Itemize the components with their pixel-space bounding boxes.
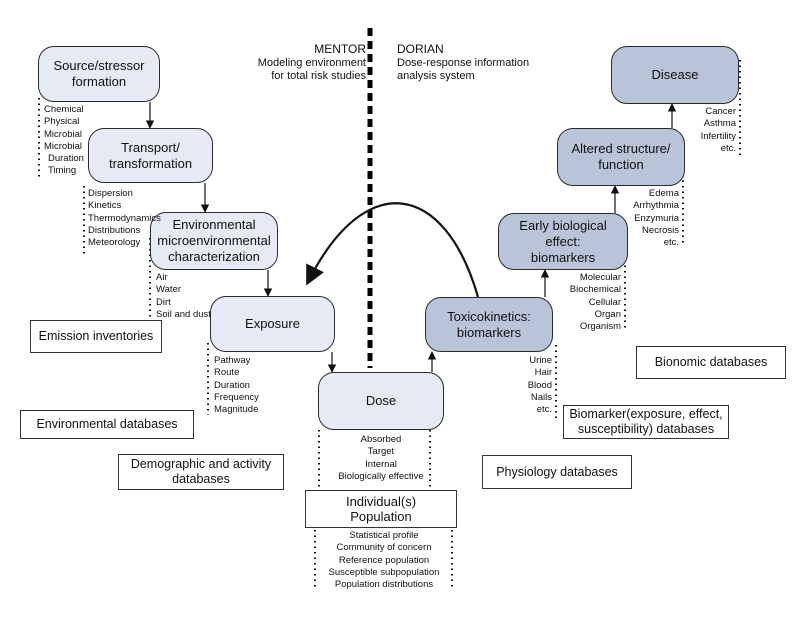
list-early-effect: Molecular Biochemical Cellular Organ Org… — [540, 272, 621, 333]
list-item: etc. — [720, 142, 736, 154]
list-item: Asthma — [703, 118, 736, 130]
list-item: Susceptible subpopulation — [328, 566, 440, 578]
list-item: Reference population — [338, 554, 430, 566]
list-item: Magnitude — [214, 404, 259, 416]
node-altered-structure[interactable]: Altered structure/ function — [557, 128, 685, 186]
node-transport[interactable]: Transport/ transformation — [88, 128, 213, 183]
list-item: Biochemical — [569, 284, 621, 296]
db-environmental[interactable]: Environmental databases — [20, 410, 194, 439]
dorian-header: DORIAN Dose-response information analysi… — [397, 42, 557, 83]
list-dose: Absorbed Target Internal Biologically ef… — [322, 434, 440, 483]
mentor-title: MENTOR — [314, 42, 366, 56]
list-item: Physical — [44, 116, 80, 128]
db-biomarker[interactable]: Biomarker(exposure, effect, susceptibili… — [563, 405, 729, 439]
list-item: Kinetics — [88, 200, 122, 212]
list-item: Target — [367, 446, 395, 458]
node-disease[interactable]: Disease — [611, 46, 739, 104]
list-item: Organism — [579, 321, 621, 333]
list-item: Chemical — [44, 104, 84, 115]
list-disease: Cancer Asthma Infertility etc. — [670, 106, 736, 155]
list-item: etc. — [536, 404, 552, 416]
list-item: Cancer — [705, 106, 736, 117]
list-item: Duration — [48, 153, 84, 165]
list-item: Meteorology — [88, 237, 141, 249]
list-item: Frequency — [214, 391, 259, 403]
list-item: Internal — [365, 458, 397, 470]
list-item: Hair — [534, 367, 552, 379]
list-item: Enzymuria — [634, 212, 679, 224]
list-item: Pathway — [214, 355, 251, 366]
list-item: Organ — [594, 308, 621, 320]
list-item: Air — [156, 272, 168, 283]
list-item: Water — [156, 284, 181, 296]
node-source-stressor[interactable]: Source/stressor formation — [38, 46, 160, 102]
list-toxicokinetics: Urine Hair Blood Nails etc. — [500, 355, 552, 416]
list-item: Timing — [48, 165, 77, 177]
db-emission-inventories[interactable]: Emission inventories — [30, 320, 162, 353]
node-individual-population[interactable]: Individual(s) Population — [305, 490, 457, 528]
list-item: Biologically effective — [338, 470, 424, 482]
db-bionomic[interactable]: Bionomic databases — [636, 346, 786, 379]
list-item: Route — [214, 367, 240, 379]
list-item: Cellular — [588, 296, 621, 308]
db-physiology[interactable]: Physiology databases — [482, 455, 632, 489]
dorian-subtitle: Dose-response information analysis syste… — [397, 57, 530, 82]
feedback-curve-arrow — [306, 202, 480, 298]
list-item: Blood — [527, 379, 552, 391]
dotted-brackets — [38, 60, 741, 590]
list-item: Soil and dust — [156, 308, 211, 320]
mentor-header: MENTOR Modeling environment for total ri… — [236, 42, 366, 83]
list-item: Molecular — [579, 272, 621, 283]
list-item: Dirt — [156, 296, 171, 308]
list-item: Arrhythmia — [633, 200, 679, 212]
list-item: Infertility — [700, 130, 736, 142]
list-altered: Edema Arrhythmia Enzymuria Necrosis etc. — [608, 188, 679, 249]
list-source: Chemical Physical Microbial Microbial Du… — [44, 104, 84, 178]
list-item: Duration — [214, 379, 250, 391]
node-exposure[interactable]: Exposure — [210, 296, 335, 352]
list-item: Urine — [529, 355, 552, 366]
node-early-effect[interactable]: Early biological effect: biomarkers — [498, 213, 628, 270]
list-item: Microbial — [44, 140, 83, 152]
list-item: Microbial — [44, 128, 83, 140]
list-item: Edema — [648, 188, 679, 199]
node-environmental[interactable]: Environmental microenvironmental charact… — [150, 212, 278, 270]
node-dose[interactable]: Dose — [318, 372, 444, 430]
list-item: Absorbed — [360, 434, 402, 445]
list-item: Community of concern — [336, 542, 432, 554]
db-demographic-activity[interactable]: Demographic and activity databases — [118, 454, 284, 490]
list-item: Statistical profile — [349, 530, 419, 541]
list-item: Dispersion — [88, 188, 133, 199]
list-individual: Statistical profile Community of concern… — [318, 530, 450, 591]
dorian-title: DORIAN — [397, 42, 444, 56]
list-environmental: Air Water Dirt Soil and dust — [156, 272, 211, 321]
list-exposure: Pathway Route Duration Frequency Magnitu… — [214, 355, 259, 416]
mentor-subtitle: Modeling environment for total risk stud… — [257, 57, 366, 82]
node-toxicokinetics[interactable]: Toxicokinetics: biomarkers — [425, 297, 553, 352]
list-item: Distributions — [88, 224, 141, 236]
list-item: Nails — [530, 391, 552, 403]
list-item: Population distributions — [334, 579, 434, 591]
list-transport: Dispersion Kinetics Thermodynamics Distr… — [88, 188, 161, 249]
list-item: etc. — [663, 237, 679, 249]
list-item: Necrosis — [642, 224, 679, 236]
list-item: Thermodynamics — [88, 212, 161, 224]
